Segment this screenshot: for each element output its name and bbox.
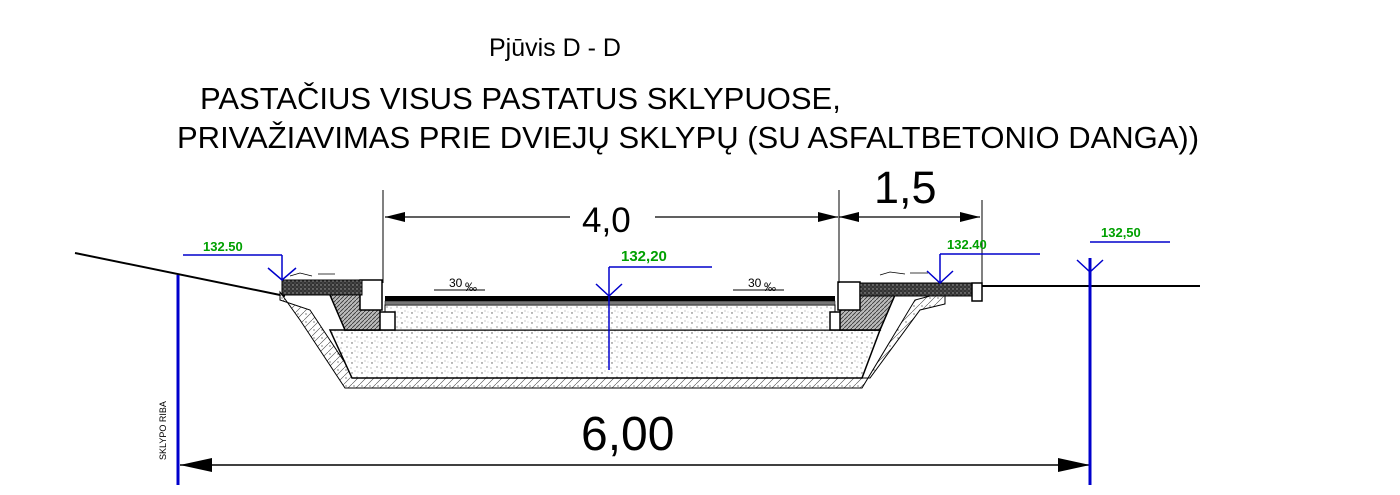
total-width-arrow-right bbox=[1058, 458, 1090, 472]
road-width-value: 4,0 bbox=[582, 201, 631, 240]
trench-soil bbox=[279, 290, 946, 389]
right-edge-curb bbox=[971, 282, 983, 302]
sidewalk-width-value: 1,5 bbox=[874, 162, 937, 213]
section-title: Pjūvis D - D bbox=[489, 34, 621, 62]
road-width-arrow-right bbox=[818, 212, 838, 222]
left-ground-slope bbox=[74, 252, 286, 297]
total-width-value: 6,00 bbox=[581, 408, 674, 461]
elevation-marker-right-sidewalk: 132.40 bbox=[926, 237, 1040, 285]
road-subbase bbox=[384, 304, 836, 331]
left-sidewalk-paving bbox=[281, 279, 363, 296]
elevation-left-value: 132.50 bbox=[203, 239, 243, 254]
left-curb-stone bbox=[359, 279, 383, 311]
slope-label-left: 30 ‰ bbox=[434, 276, 485, 294]
boundary-label: SKLYPO RIBA bbox=[158, 401, 168, 460]
asphalt-top-layer bbox=[385, 296, 835, 301]
subtitle-line-1: PASTAČIUS VISUS PASTATUS SKLYPUOSE, bbox=[200, 81, 841, 116]
slope-left-unit: ‰ bbox=[465, 280, 477, 294]
slope-left-value: 30 bbox=[449, 276, 463, 290]
right-sidewalk-paving bbox=[859, 282, 976, 297]
road-width-arrow-left bbox=[385, 212, 405, 222]
total-width-arrow-left bbox=[180, 458, 212, 472]
slope-label-right: 30 ‰ bbox=[733, 276, 784, 294]
slope-right-unit: ‰ bbox=[764, 280, 776, 294]
elevation-right-sidewalk-value: 132.40 bbox=[947, 237, 987, 252]
elevation-center-value: 132,20 bbox=[621, 248, 667, 265]
elevation-right-boundary-value: 132,50 bbox=[1101, 225, 1141, 240]
asphalt-lower-layer bbox=[384, 300, 836, 306]
slope-right-value: 30 bbox=[748, 276, 762, 290]
right-sidewalk-marker bbox=[879, 271, 928, 276]
elevation-marker-left: 132.50 bbox=[183, 239, 297, 281]
elevation-marker-right-boundary: 132,50 bbox=[1076, 225, 1170, 274]
right-curb-stone bbox=[837, 281, 861, 311]
gravel-base-layer bbox=[328, 329, 882, 379]
left-sidewalk-marker bbox=[289, 272, 335, 277]
sidewalk-arrow-right bbox=[960, 212, 980, 222]
subtitle-line-2: PRIVAŽIAVIMAS PRIE DVIEJŲ SKLYPŲ (SU ASF… bbox=[177, 120, 1199, 155]
sidewalk-arrow-left bbox=[839, 212, 859, 222]
elevation-marker-center: 132,20 bbox=[595, 248, 712, 370]
